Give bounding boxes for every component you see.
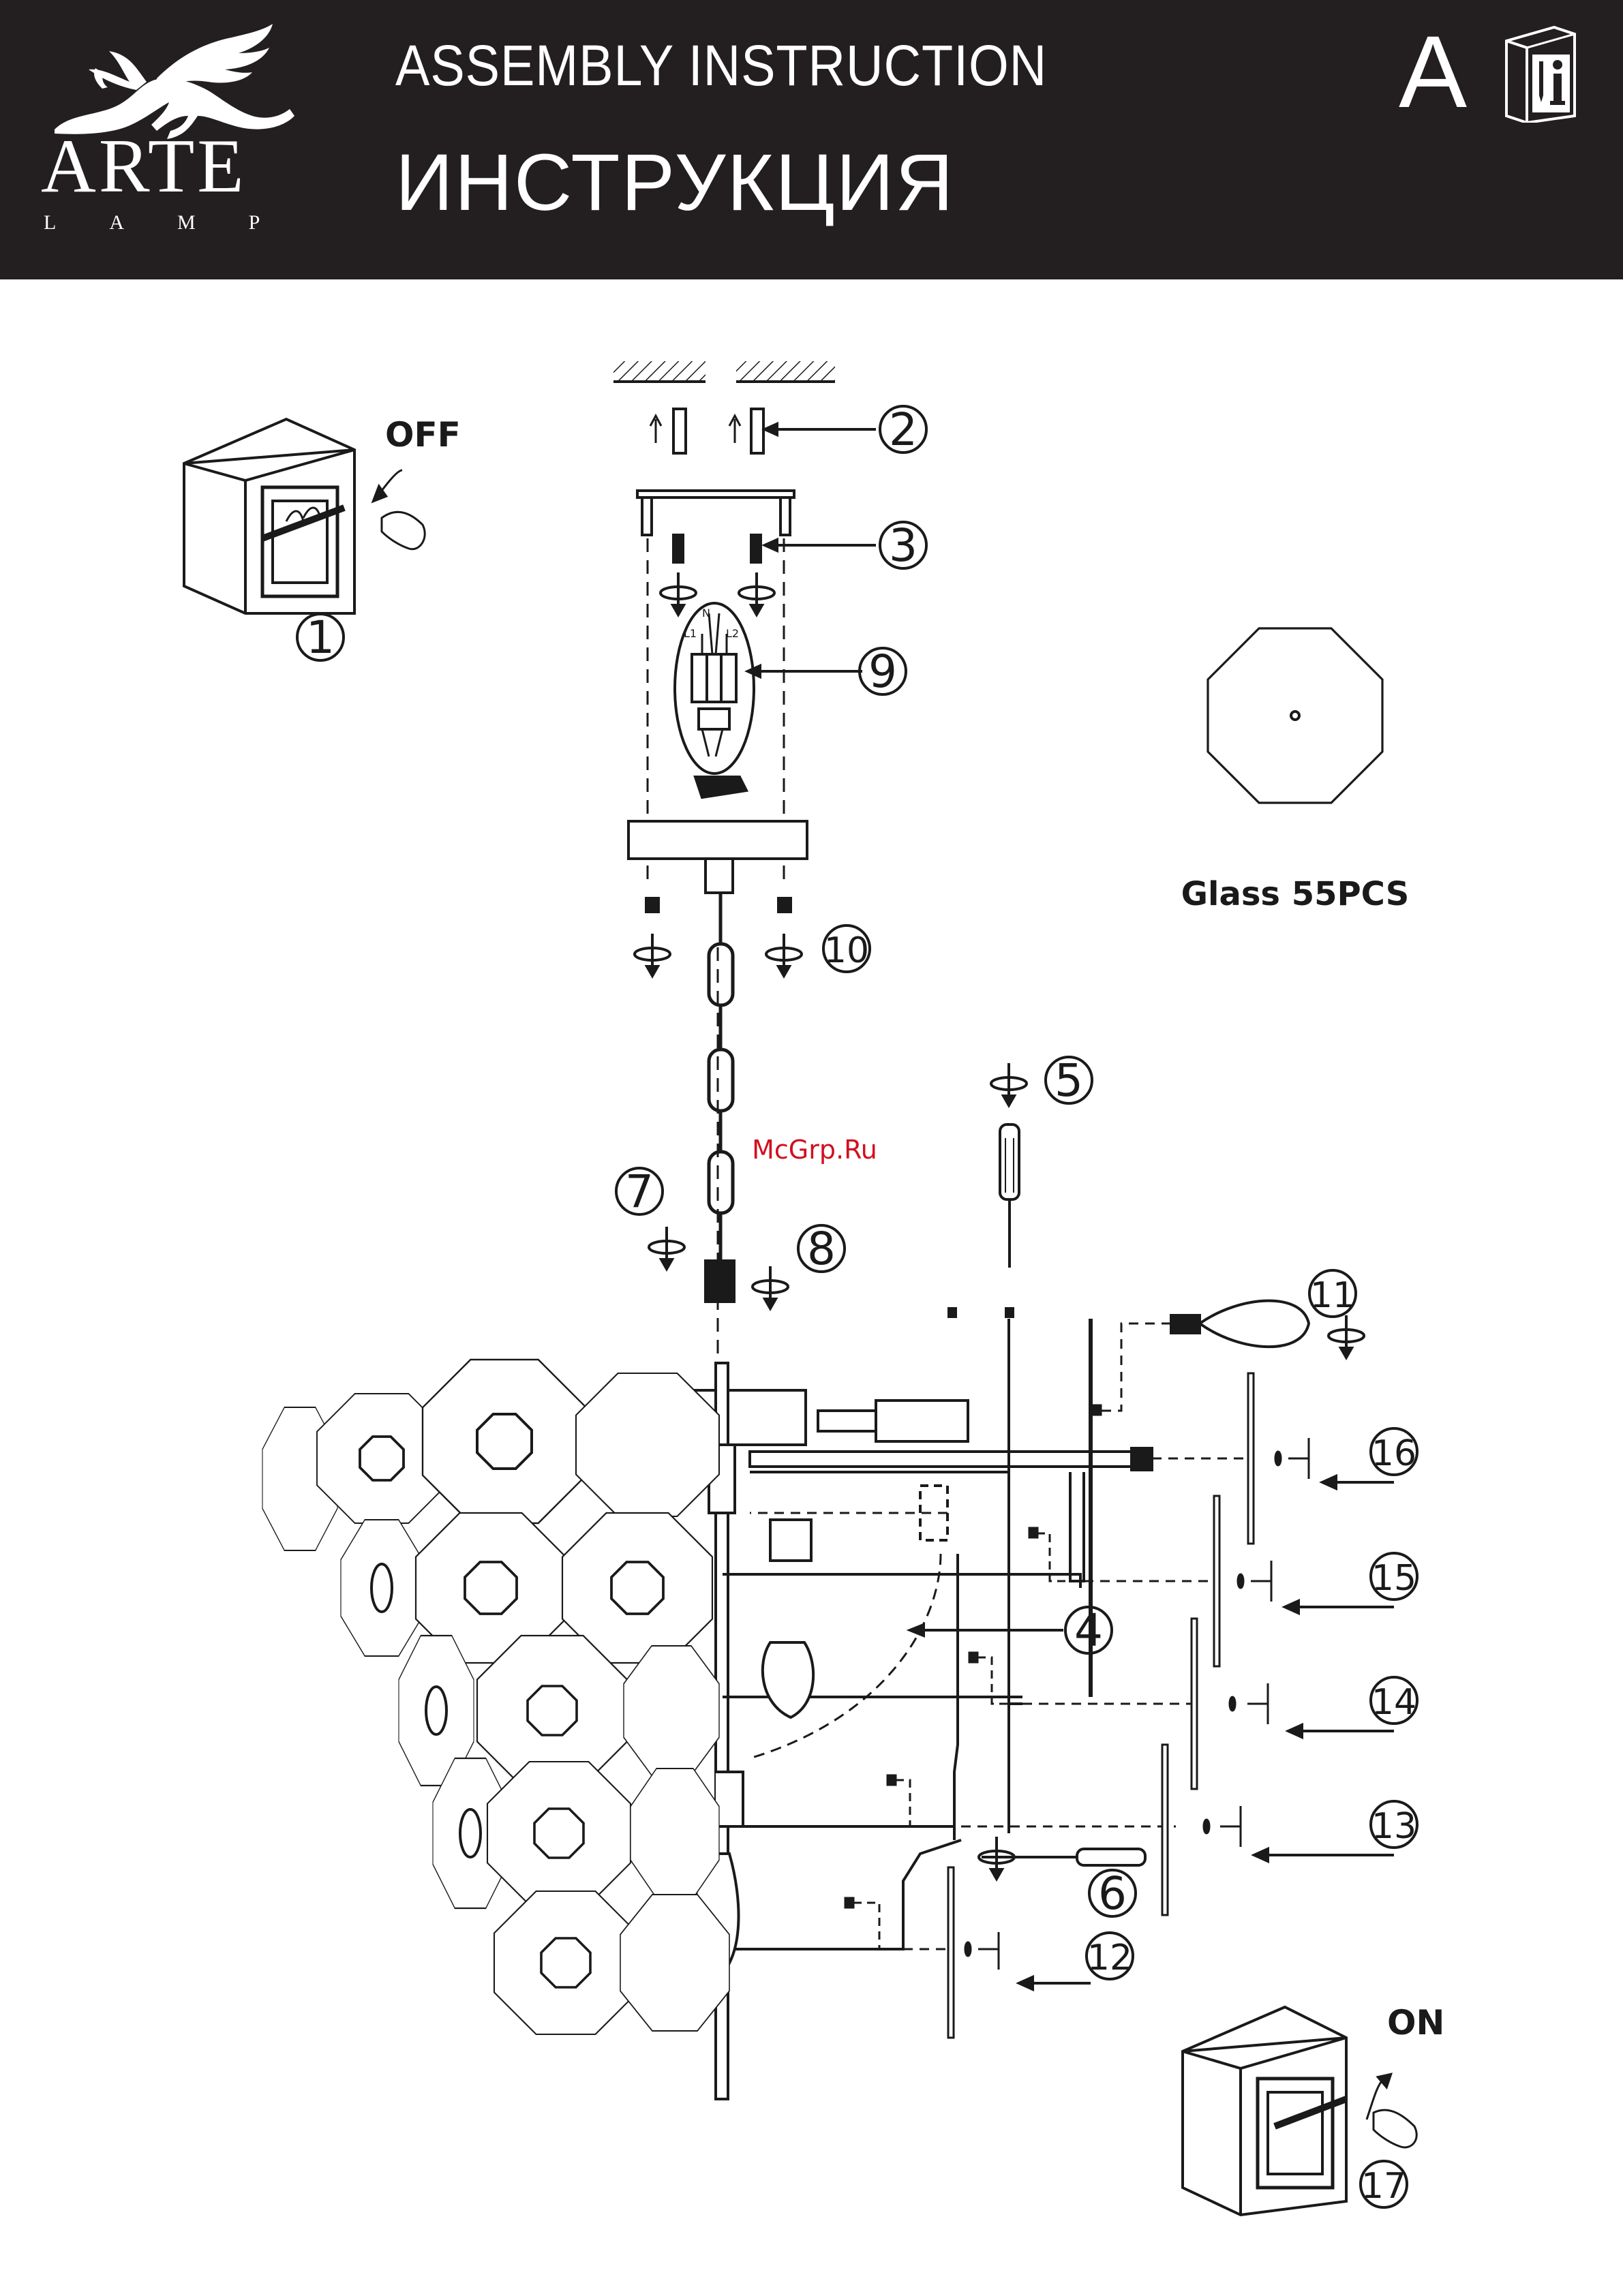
mounting-bracket	[637, 491, 876, 562]
step-9: 9	[868, 645, 897, 698]
step-1: 1	[306, 611, 335, 664]
screwdriver-top	[949, 1063, 1027, 1317]
wiring-l2-label: L2	[726, 627, 739, 640]
step-14: 14	[1371, 1682, 1416, 1723]
step-5: 5	[1055, 1054, 1083, 1107]
step-12: 12	[1087, 1938, 1132, 1978]
wiring-terminal	[675, 603, 862, 797]
canopy	[628, 821, 807, 859]
set-screws	[845, 1405, 1251, 1949]
step-2: 2	[889, 403, 917, 456]
step-13: 13	[1371, 1806, 1416, 1847]
glass-count-label: Glass 55PCS	[1181, 875, 1410, 913]
step-4: 4	[1074, 1604, 1103, 1657]
wall-anchors	[650, 409, 876, 453]
chain	[709, 893, 733, 1261]
step-3: 3	[889, 519, 917, 572]
step-10: 10	[824, 930, 869, 971]
wiring-n-label: N	[702, 607, 710, 619]
candle-bulb	[1101, 1301, 1364, 1411]
chain-hook	[706, 1261, 734, 1302]
ceiling	[613, 361, 835, 382]
switch-on-label: ON	[1387, 2003, 1444, 2042]
leader-arrows	[910, 1476, 1394, 1989]
step-17: 17	[1361, 2166, 1406, 2207]
step-15: 15	[1371, 1558, 1416, 1599]
switch-off-label: OFF	[385, 415, 461, 455]
step-8: 8	[807, 1223, 836, 1275]
wiring-l1-label: L1	[684, 627, 697, 640]
step-7: 7	[625, 1165, 654, 1218]
step-16: 16	[1371, 1433, 1416, 1474]
glass-cluster	[262, 1360, 729, 2034]
step-6: 6	[1098, 1867, 1127, 1920]
watermark-text: McGrp.Ru	[752, 1135, 877, 1165]
step-11: 11	[1310, 1275, 1355, 1316]
